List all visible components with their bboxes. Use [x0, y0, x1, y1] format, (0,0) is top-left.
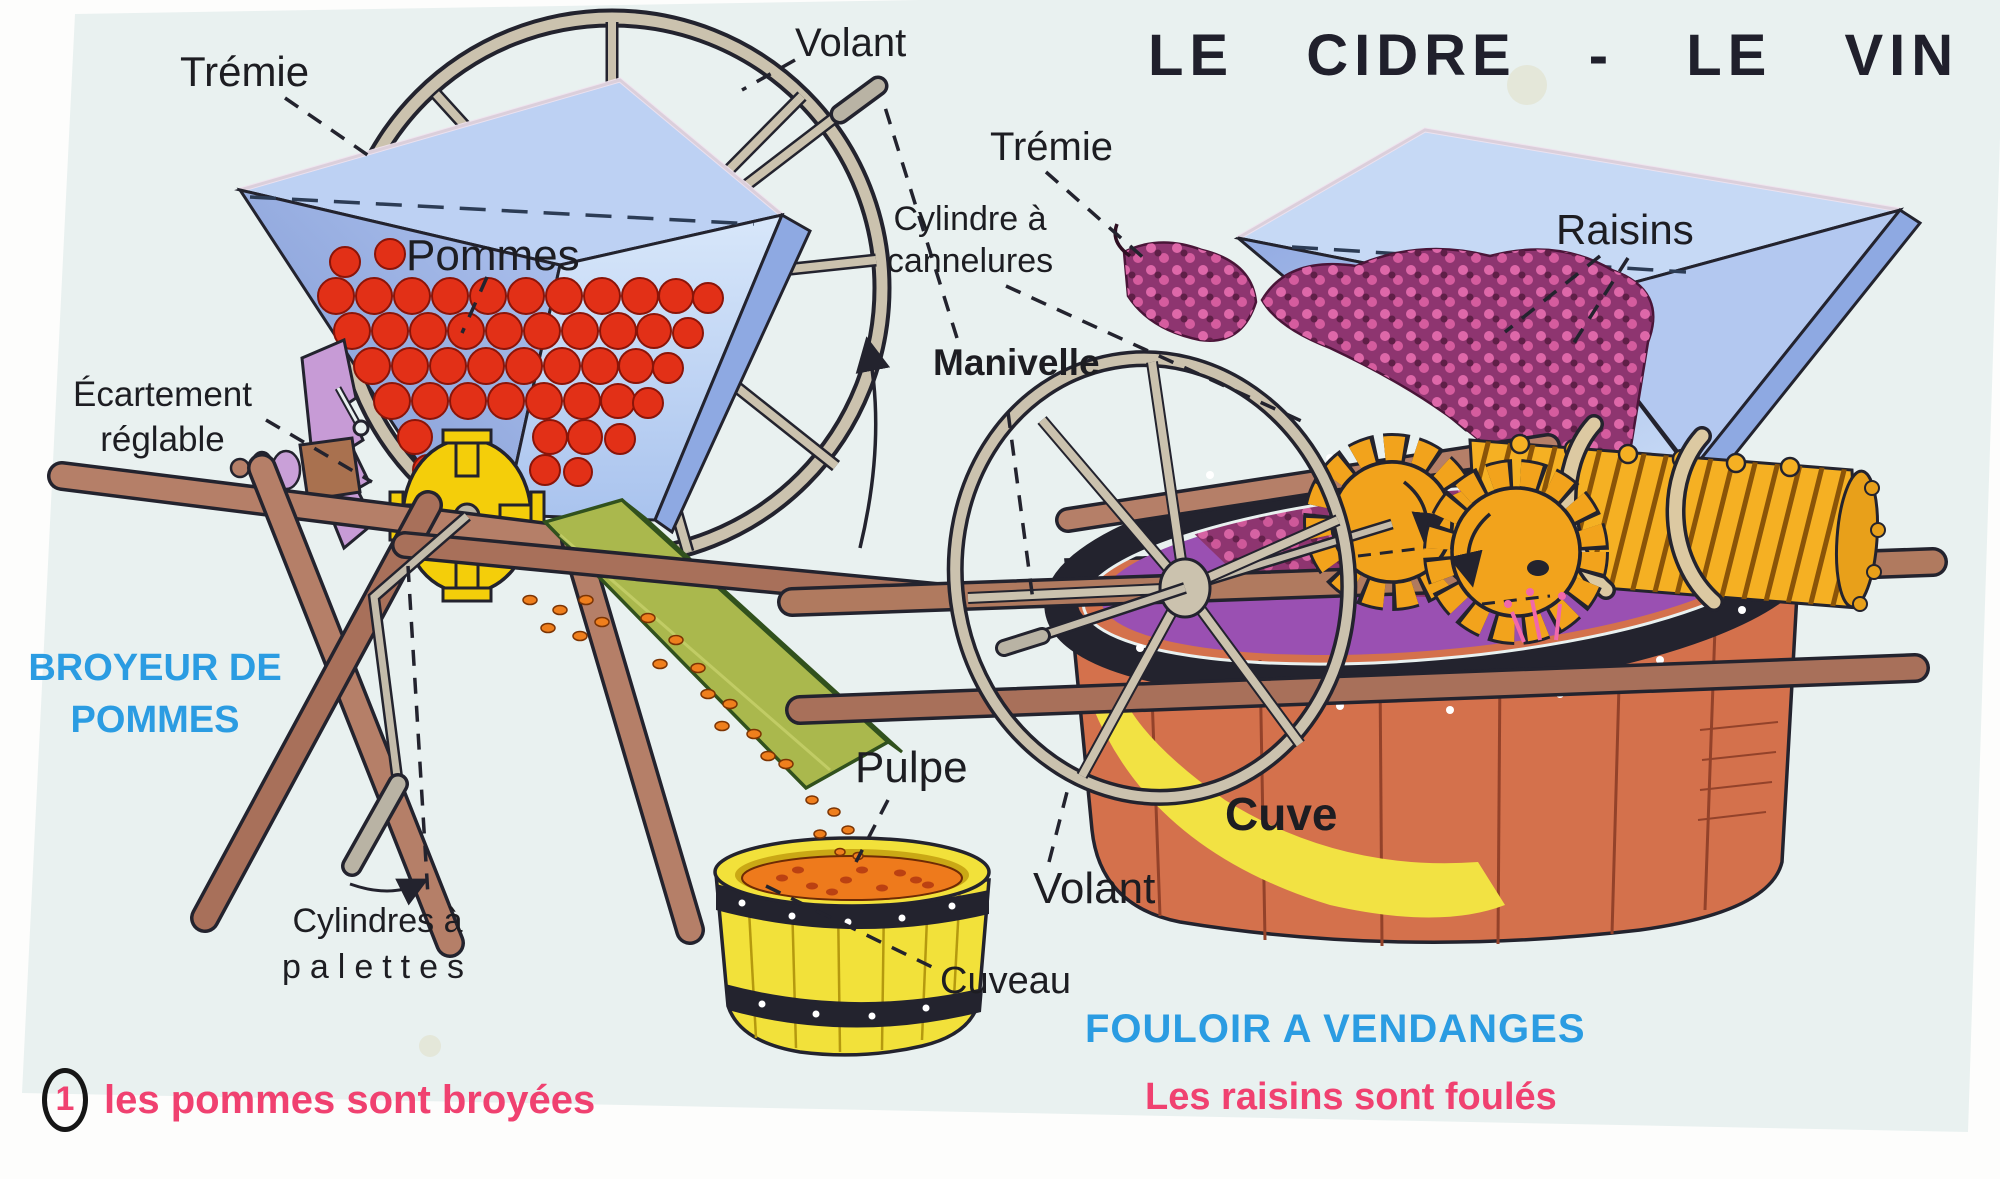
leader-pulpe — [854, 799, 890, 863]
fill-level-dashed-left — [249, 195, 755, 226]
leader-manivelle-down — [1006, 411, 1036, 609]
leader-volant-right — [1047, 791, 1069, 863]
rear-beam-right — [1055, 433, 1561, 533]
leader-raisins-2 — [1503, 254, 1602, 334]
leader-ecartement — [265, 418, 373, 484]
grape-stem — [1113, 223, 1132, 258]
apple-crusher-diagram — [47, 8, 991, 1057]
leader-pommes — [460, 276, 489, 334]
leader-raisins-1 — [1566, 257, 1630, 353]
rotation-arrow-left-wheel — [855, 336, 891, 549]
leader-cuveau — [765, 884, 935, 970]
apples — [317, 238, 724, 487]
cuveau-tub — [713, 836, 991, 1057]
wooden-frame-left — [47, 453, 705, 958]
grape-crusher-diagram — [777, 127, 1948, 947]
juice-splash — [1504, 588, 1566, 643]
gear-right — [1423, 459, 1609, 645]
fill-level-dashed-right — [1291, 245, 1687, 274]
leader-tremie-right — [1044, 170, 1148, 262]
pulp-in-tub — [741, 855, 963, 901]
pulp-bits-on-chute — [522, 594, 794, 770]
leader-lines — [265, 58, 1630, 970]
crank-handle-left — [341, 511, 471, 906]
leader-tremie-left — [284, 96, 373, 160]
adjuster-pin — [352, 419, 370, 437]
tub-hoop-bottom — [725, 984, 983, 1028]
grapes — [1113, 223, 1655, 470]
leader-volant-left — [741, 58, 796, 92]
flywheel-right — [946, 350, 1358, 806]
crank-rotation-arrow — [349, 878, 429, 906]
leader-manivelle-up — [882, 103, 959, 339]
